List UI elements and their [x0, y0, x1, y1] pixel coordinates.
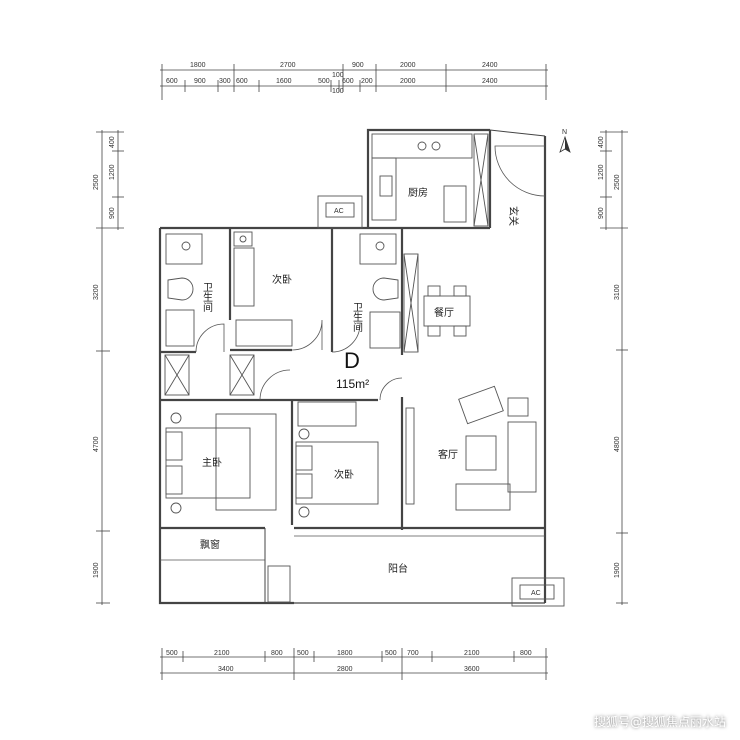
- living-room-furniture: [405, 385, 537, 511]
- dim-left-1: 2500: [93, 174, 100, 190]
- dim-bottom-8: 2100: [464, 650, 480, 657]
- right-dimensions: 400 1200 900 2500 3100 4800 1900: [598, 130, 628, 605]
- dim-top2-10: 2000: [400, 78, 416, 85]
- dim-top-3: 900: [352, 62, 364, 69]
- dim-top-2: 2700: [280, 62, 296, 69]
- entrance-label: 玄关: [507, 206, 520, 226]
- balcony-details: AC: [160, 535, 565, 607]
- dim-bottom-5: 1800: [337, 650, 353, 657]
- dim-top2-6: 500: [318, 78, 330, 85]
- dim-top2-2: 900: [194, 78, 206, 85]
- living-label: 客厅: [438, 448, 458, 461]
- dim-top2-11: 2400: [482, 78, 498, 85]
- kitchen-fixtures: [371, 133, 489, 227]
- dim-bottom-4: 500: [297, 650, 309, 657]
- dim-bottom2-3: 3600: [464, 666, 480, 673]
- doors: [195, 145, 546, 401]
- dining-label: 餐厅: [434, 306, 454, 319]
- master-bedroom-furniture: [165, 412, 277, 514]
- dim-right-in-2: 1200: [598, 164, 605, 180]
- balcony-label: 阳台: [388, 562, 408, 575]
- dim-bottom-3: 800: [271, 650, 283, 657]
- unit-label: D: [344, 348, 360, 373]
- dim-right-in-1: 400: [598, 136, 605, 148]
- dim-right-2: 3100: [614, 284, 621, 300]
- dim-bottom-1: 500: [166, 650, 178, 657]
- ac-unit-top: AC: [317, 195, 363, 229]
- bath-left-fixtures: [165, 233, 203, 347]
- bay-window-label: 飘窗: [200, 538, 220, 551]
- bedroom-top-label: 次卧: [272, 273, 292, 286]
- dim-top2-7: 100: [332, 72, 344, 79]
- wardrobes: [164, 253, 419, 396]
- dining-table: [423, 285, 471, 337]
- ac-label-bottom: AC: [531, 590, 541, 597]
- watermark-text: 搜狐号@搜狐焦点丽水站: [593, 715, 726, 729]
- bedroom-top-furniture: [233, 231, 293, 347]
- left-dimensions: 2500 3200 4700 1900 400 1200 900: [93, 130, 124, 605]
- dim-top2-12: 100: [332, 88, 344, 95]
- dim-bottom-9: 800: [520, 650, 532, 657]
- master-bedroom-label: 主卧: [202, 456, 222, 469]
- dim-left-2: 3200: [93, 284, 100, 300]
- dim-top2-5: 1600: [276, 78, 292, 85]
- bedroom-bottom-label: 次卧: [334, 468, 354, 481]
- dim-top2-8: 600: [342, 78, 354, 85]
- bath-right-label: 卫生间: [351, 302, 363, 333]
- dim-bottom-2: 2100: [214, 650, 230, 657]
- bedroom-bottom-furniture: [295, 401, 379, 518]
- dim-bottom-7: 700: [407, 650, 419, 657]
- interior-walls: [160, 228, 545, 603]
- dim-right-in-3: 900: [598, 207, 605, 219]
- dim-top2-4: 600: [236, 78, 248, 85]
- bath-right-fixtures: [359, 233, 401, 349]
- dim-bottom-6: 500: [385, 650, 397, 657]
- dim-right-1: 2500: [614, 174, 621, 190]
- kitchen-label: 厨房: [408, 186, 428, 199]
- ac-label-top: AC: [334, 208, 344, 215]
- compass-icon: N: [559, 129, 571, 153]
- top-dimensions: 1800 2700 900 2000 2400 600 900 300 600 …: [160, 62, 548, 100]
- dim-top-1: 1800: [190, 62, 206, 69]
- dim-left-in-3: 900: [109, 207, 116, 219]
- dim-left-in-2: 1200: [109, 164, 116, 180]
- dim-top2-9: 200: [361, 78, 373, 85]
- dim-bottom2-2: 2800: [337, 666, 353, 673]
- dim-right-3: 4800: [614, 436, 621, 452]
- bath-left-label: 卫生间: [201, 282, 213, 313]
- dim-left-4: 1900: [93, 562, 100, 578]
- dim-top2-1: 600: [166, 78, 178, 85]
- dim-top2-3: 300: [219, 78, 231, 85]
- room-labels: 厨房 玄关 次卧 卫生间 卫生间 餐厅 D 115m² 主卧 次卧 客厅 飘窗 …: [200, 186, 520, 575]
- dim-left-in-1: 400: [109, 136, 116, 148]
- dim-top-4: 2000: [400, 62, 416, 69]
- area-label: 115m²: [336, 377, 369, 391]
- compass-label: N: [562, 129, 567, 136]
- dim-top-5: 2400: [482, 62, 498, 69]
- dim-right-4: 1900: [614, 562, 621, 578]
- bottom-dimensions: 500 2100 800 500 1800 500 700 2100 800 3…: [160, 648, 548, 680]
- dim-left-3: 4700: [93, 436, 100, 452]
- dim-bottom2-1: 3400: [218, 666, 234, 673]
